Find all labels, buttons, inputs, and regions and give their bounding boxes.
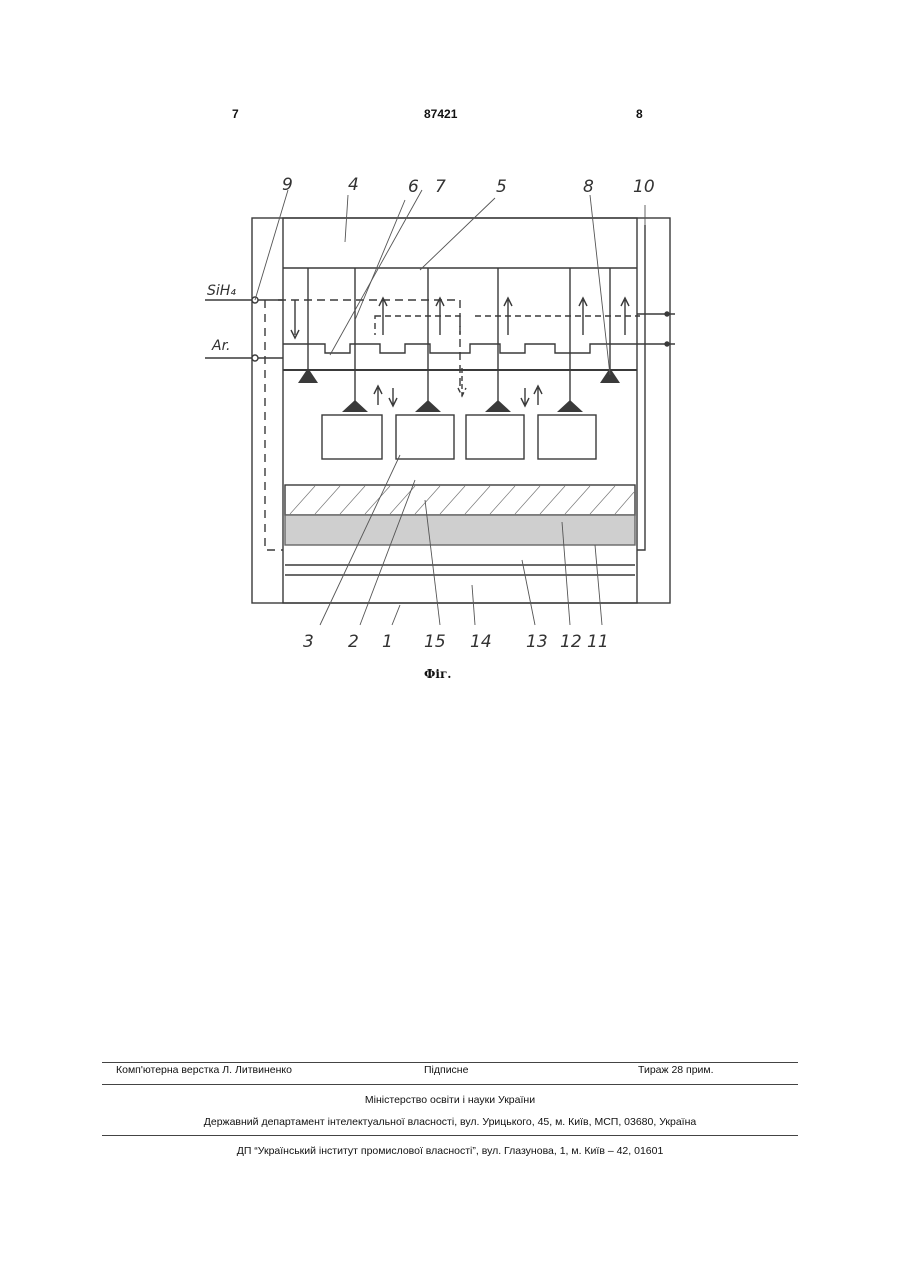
target-block-1 [322, 415, 382, 459]
figure-caption: Фіг. [424, 667, 451, 681]
callout-1: 1 [382, 632, 393, 652]
gas-label-argon: Ar. [211, 338, 231, 354]
footer-rule-middle [102, 1084, 798, 1085]
ministry-line: Міністерство освіти і науки України [102, 1094, 798, 1106]
callout-10: 10 [633, 177, 655, 197]
callout-11: 11 [587, 632, 609, 652]
signed-label: Підписне [424, 1064, 468, 1076]
target-block-4 [538, 415, 596, 459]
page-number-left: 7 [232, 107, 239, 121]
footer-rule-top [102, 1062, 798, 1063]
callout-14: 14 [470, 632, 492, 652]
substrate-layer-hatched [285, 485, 635, 515]
target-block-2 [396, 415, 454, 459]
circulation: Тираж 28 прим. [638, 1064, 714, 1076]
callout-8: 8 [583, 177, 594, 197]
target-block-3 [466, 415, 524, 459]
callout-5: 5 [496, 177, 507, 197]
patent-figure: SiH₄ Ar. 9 4 6 7 5 8 10 3 2 1 15 14 13 1… [190, 150, 690, 670]
callout-13: 13 [526, 632, 548, 652]
page-number-right: 8 [636, 107, 643, 121]
patent-number: 87421 [424, 107, 457, 121]
layout-credit: Комп'ютерна верстка Л. Литвиненко [116, 1064, 292, 1076]
callout-9: 9 [282, 175, 293, 195]
footer-rule-bottom [102, 1135, 798, 1136]
callout-4: 4 [348, 175, 359, 195]
gas-label-silane: SiH₄ [207, 283, 236, 299]
substrate-layer-dense [285, 515, 635, 545]
callout-7: 7 [435, 177, 446, 197]
department-line: Державний департамент інтелектуальної вл… [102, 1116, 798, 1128]
callout-3: 3 [303, 632, 314, 652]
callout-15: 15 [424, 632, 446, 652]
callout-2: 2 [348, 632, 359, 652]
callout-12: 12 [560, 632, 582, 652]
callout-6: 6 [408, 177, 419, 197]
institute-line: ДП “Український інститут промислової вла… [102, 1145, 798, 1157]
